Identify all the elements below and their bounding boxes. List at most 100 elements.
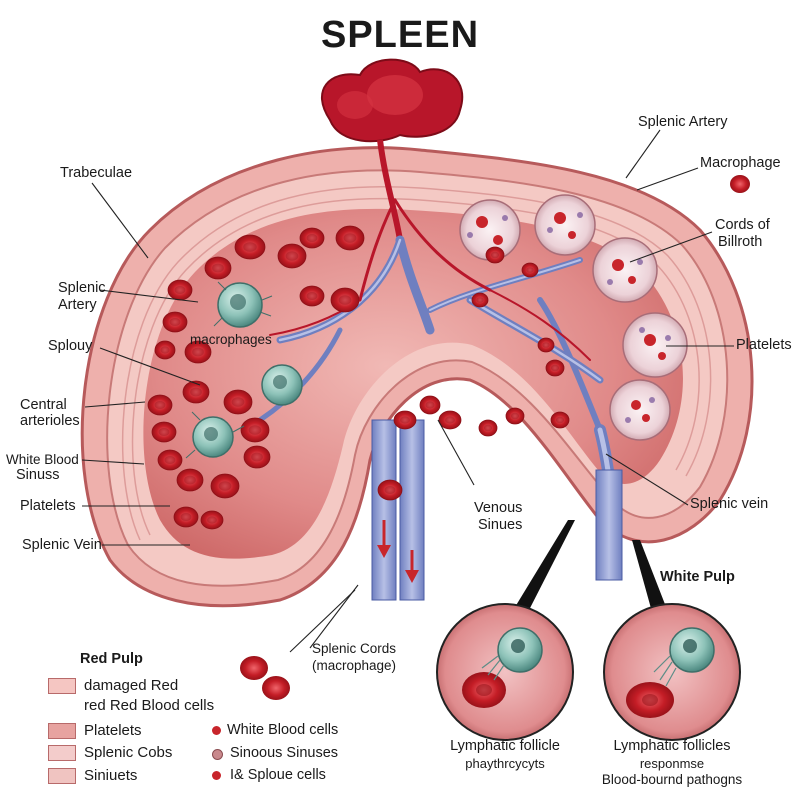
red-blood-cell <box>223 389 253 415</box>
legend-dot-label: I& Sploue cells <box>230 767 326 783</box>
label-central-arterioles-2: arterioles <box>20 413 80 429</box>
legend-item: Splenic Cobs <box>84 744 173 761</box>
legend-dot <box>212 726 221 735</box>
label-inset-left-2: phaythrcycyts <box>465 756 545 771</box>
red-blood-cell-center <box>400 416 410 424</box>
red-blood-cell-center <box>425 401 435 409</box>
label-macrophages: macrophages <box>190 332 272 347</box>
red-blood-cell <box>147 394 173 416</box>
splenic-artery-bulb <box>320 58 464 241</box>
label-splenic-cords-1: Splenic Cords <box>312 641 397 656</box>
label-cords-1: Cords of <box>715 217 770 233</box>
label-macrophage-right: Macrophage <box>700 155 781 171</box>
red-blood-cell-center <box>190 387 202 397</box>
red-blood-cell-center <box>285 251 299 261</box>
legend-dot-label: White Blood cells <box>227 722 339 738</box>
red-blood-cell <box>243 445 271 469</box>
red-blood-cell-center <box>306 234 318 242</box>
red-blood-cell <box>471 292 489 308</box>
red-blood-cell <box>234 234 266 260</box>
red-blood-cell-center <box>248 425 262 435</box>
macrophage-cells <box>185 281 303 459</box>
red-blood-cell-center <box>174 286 186 294</box>
macrophage-cell <box>213 281 273 328</box>
label-central-arterioles-1: Central <box>20 397 67 413</box>
inset-right <box>603 603 741 741</box>
label-splenic-vein-right: Splenic vein <box>690 496 769 512</box>
red-blood-cell-center <box>160 346 170 354</box>
label-splenic-cords-2: (macrophage) <box>312 658 397 673</box>
label-white-pulp: White Pulp <box>660 569 735 585</box>
red-blood-cell-center <box>510 412 520 420</box>
page-title: SPLEEN <box>320 14 480 56</box>
label-splenic-vein-left: Splenic Vein <box>22 537 102 553</box>
red-blood-cell <box>505 407 525 425</box>
red-blood-cell <box>537 337 555 353</box>
red-blood-cell-center <box>154 401 166 409</box>
red-blood-cell-center <box>338 295 352 305</box>
red-blood-cell-center <box>542 342 550 348</box>
red-blood-cell <box>438 410 462 430</box>
red-blood-cell <box>200 510 224 530</box>
red-blood-cell <box>173 506 199 528</box>
red-blood-cell <box>210 473 240 499</box>
red-blood-cell <box>335 225 365 251</box>
red-blood-cell-center <box>164 456 176 464</box>
red-blood-cell <box>240 417 270 443</box>
red-blood-cell-center <box>251 452 263 462</box>
label-inset-right-1: Lymphatic follicles <box>613 738 731 754</box>
legend-swatch <box>48 678 76 694</box>
legend-item: Siniuets <box>84 767 138 784</box>
red-blood-cell <box>182 380 210 404</box>
red-blood-cell-center <box>169 318 181 326</box>
red-pulp-region <box>143 208 683 559</box>
label-platelets-left: Platelets <box>20 498 76 514</box>
red-blood-cell <box>393 410 417 430</box>
red-blood-cell-center <box>212 263 224 273</box>
legend-swatch <box>48 745 76 761</box>
red-blood-cell-center <box>343 233 357 243</box>
red-blood-cell-center <box>384 486 396 494</box>
red-blood-cell <box>184 340 212 364</box>
red-blood-cell-center <box>445 416 455 424</box>
red-blood-cell-center <box>158 428 170 436</box>
label-inset-right-2: responmse <box>639 756 705 771</box>
label-trabeculae: Trabeculae <box>60 165 133 181</box>
label-venous-2: Sinues <box>478 517 523 533</box>
macrophage-cell <box>261 364 303 406</box>
red-blood-cell-center <box>192 347 204 357</box>
label-white-blood-1: White Blood <box>6 452 79 467</box>
red-blood-cell-center <box>483 424 493 432</box>
red-blood-cell <box>521 262 539 278</box>
red-blood-cell <box>176 468 204 492</box>
legend-dot <box>212 771 221 780</box>
red-blood-cell <box>299 227 325 249</box>
legend-swatch <box>48 768 76 784</box>
red-blood-cell <box>154 340 176 360</box>
legend-item: damaged Red <box>84 677 179 694</box>
label-cords-2: Billroth <box>718 234 763 250</box>
red-blood-cell <box>478 419 498 437</box>
label-platelets-right: Platelets <box>736 337 792 353</box>
inset-left <box>436 603 574 741</box>
legend-item: red Red Blood cells <box>84 697 215 714</box>
red-blood-cell <box>162 311 188 333</box>
red-blood-cell-center <box>490 251 500 259</box>
follicles <box>459 194 688 441</box>
red-blood-cell-center <box>306 292 318 300</box>
red-blood-cell <box>550 411 570 429</box>
label-splenic-artery-left-1: Splenic <box>58 280 106 296</box>
red-blood-cell <box>485 246 505 264</box>
red-blood-cells <box>147 225 570 530</box>
red-blood-cell <box>419 395 441 415</box>
label-venous-1: Venous <box>474 500 523 516</box>
legend-swatch <box>48 723 76 739</box>
red-blood-cell-center <box>180 513 192 521</box>
label-white-blood-2: Sinuss <box>16 467 60 483</box>
red-blood-cell-center <box>207 516 217 524</box>
red-blood-cell-center <box>476 297 484 303</box>
label-inset-right-3: Blood-bournd pathogns <box>601 772 743 787</box>
red-blood-cell <box>545 359 565 377</box>
inset-connectors <box>512 520 668 612</box>
